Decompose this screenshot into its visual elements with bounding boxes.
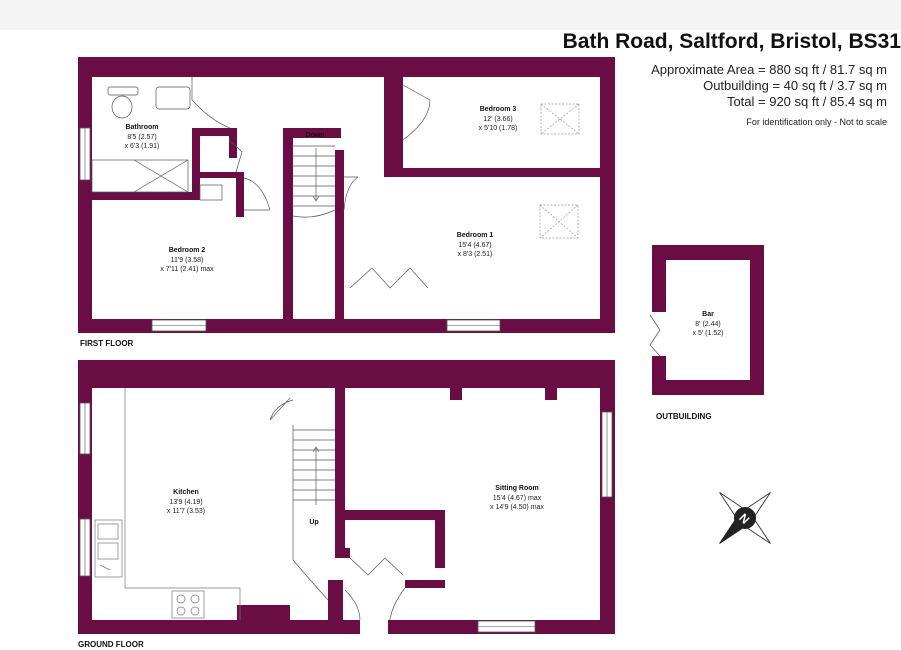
first-floor-label: FIRST FLOOR xyxy=(80,339,134,348)
bedroom1-dim1: 15'4 (4.67) xyxy=(458,242,491,249)
disclaimer: For identification only - Not to scale xyxy=(746,117,887,127)
ff-wall-stair-left xyxy=(283,128,293,319)
bathroom-name: Bathroom xyxy=(125,124,158,131)
bedroom3-name: Bedroom 3 xyxy=(480,106,517,113)
outbuilding-label: OUTBUILDING xyxy=(656,412,712,421)
bedroom2-dim1: 11'9 (3.58) xyxy=(171,257,204,264)
ff-staircase xyxy=(292,145,336,218)
area-outbuilding: Outbuilding = 40 sq ft / 3.7 sq m xyxy=(703,78,887,93)
gf-wall-top xyxy=(78,360,615,388)
ground-floor-plan xyxy=(78,360,615,636)
stairs-down-label: Down xyxy=(305,132,324,139)
ff-wall-top xyxy=(78,57,615,77)
kitchen-dim2: x 11'7 (3.53) xyxy=(167,508,205,515)
ff-wall-right xyxy=(600,57,615,333)
bedroom2-name: Bedroom 2 xyxy=(169,247,206,254)
gf-wall-left xyxy=(78,360,92,634)
kitchen-name: Kitchen xyxy=(173,489,199,496)
area-approx: Approximate Area = 880 sq ft / 81.7 sq m xyxy=(651,62,887,77)
ff-wall-bed3-bottom xyxy=(384,168,600,177)
bedroom1-name: Bedroom 1 xyxy=(457,232,494,239)
area-summary: Approximate Area = 880 sq ft / 81.7 sq m… xyxy=(651,62,887,130)
gf-doors xyxy=(269,397,406,621)
first-floor-plan xyxy=(78,57,615,333)
bedroom3-dim1: 12' (3.66) xyxy=(483,116,512,123)
room-labels: Bathroom 8'5 (2.57) x 6'3 (1.91) Bedroom… xyxy=(125,106,724,526)
bedroom1-dim2: x 8'3 (2.51) xyxy=(458,251,493,258)
ff-skylights xyxy=(539,103,580,239)
bar-dim2: x 5' (1.52) xyxy=(693,330,724,337)
front-door-gap xyxy=(360,618,388,636)
top-band xyxy=(0,0,901,30)
bedroom3-dim2: x 5'10 (1.78) xyxy=(479,125,518,132)
bar-name: Bar xyxy=(702,311,714,318)
sitting-name: Sitting Room xyxy=(495,485,539,492)
bathroom-dim1: 8'5 (2.57) xyxy=(127,134,156,141)
outbuilding-plan xyxy=(649,245,764,395)
compass-icon xyxy=(719,492,771,544)
kitchen-worktops xyxy=(94,388,241,620)
bathroom-fixtures xyxy=(91,86,223,201)
ff-wall-left xyxy=(78,57,92,333)
bar-dim1: 8' (2.44) xyxy=(695,321,720,328)
bathroom-dim2: x 6'3 (1.91) xyxy=(125,143,160,150)
sitting-dim1: 15'4 (4.67) max xyxy=(493,495,542,502)
ff-doors xyxy=(191,77,431,289)
gf-wall-stair-right xyxy=(335,388,345,558)
bedroom2-dim2: x 7'11 (2.41) max xyxy=(160,266,214,273)
gf-staircase xyxy=(292,425,335,601)
sitting-dim2: x 14'9 (4.50) max xyxy=(490,504,544,511)
ff-wall-stair-right xyxy=(335,150,344,319)
ff-wall-bathroom-bottom xyxy=(92,192,192,200)
stairs-up-label: Up xyxy=(309,519,318,526)
property-address: Bath Road, Saltford, Bristol, BS31 xyxy=(562,30,901,53)
ground-floor-label: GROUND FLOOR xyxy=(78,640,144,649)
kitchen-dim1: 13'9 (4.19) xyxy=(169,499,202,506)
bar-door xyxy=(649,314,661,357)
area-total: Total = 920 sq ft / 85.4 sq m xyxy=(726,94,887,109)
